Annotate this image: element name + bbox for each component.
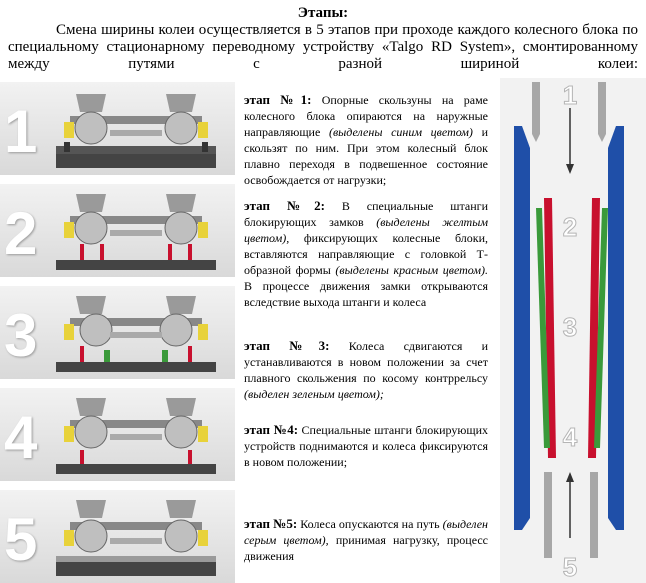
stage-label: этап №5:	[244, 516, 298, 531]
color-note: (выделены красным цветом).	[335, 263, 489, 277]
green-rail-right	[594, 208, 608, 448]
blue-guide-left	[514, 126, 530, 530]
stage-5-description: этап №5: Колеса опускаются на путь (выде…	[244, 516, 489, 563]
diagram-number-5: 5	[563, 552, 577, 582]
gauge-change-diagram: 1 2 3 4 5	[500, 78, 646, 583]
diagram-number-2: 2	[563, 212, 577, 242]
stage-number: 1	[4, 98, 38, 165]
color-note: (выделены желтым цветом),	[244, 215, 488, 245]
wheelset-diagram	[56, 194, 216, 270]
stage-illustration-3: 3	[0, 286, 235, 379]
stage-illustration-5: 5	[0, 490, 235, 583]
gray-rail-right-bottom	[590, 472, 598, 558]
wheelset-diagram	[56, 296, 216, 372]
gray-rail-left-bottom	[544, 472, 552, 558]
page-title: Этапы:	[297, 5, 349, 21]
stage-label: этап №3:	[244, 338, 330, 353]
arrow-down-icon	[566, 164, 574, 174]
stage-illustration-4: 4	[0, 388, 235, 481]
color-note: (выделен серым цветом),	[244, 517, 489, 547]
stage-number: 3	[4, 302, 38, 369]
wheelset-diagram	[56, 94, 216, 168]
stage-3-description: этап №3: Колеса сдвигаются и устанавлива…	[244, 338, 488, 401]
stage-4-description: этап №4: Специальные штанги блокирующих …	[244, 422, 488, 469]
diagram-number-4: 4	[563, 422, 578, 452]
gray-rail-right-top	[598, 82, 606, 142]
diagram-number-1: 1	[563, 80, 577, 110]
stage-label: этап №4:	[244, 422, 299, 437]
stage-illustration-1: 1	[0, 82, 235, 175]
stage-1-description: этап №1: Опорные скользуны на раме колес…	[244, 92, 489, 187]
stage-number: 2	[4, 200, 38, 267]
stage-label: этап №1:	[244, 92, 312, 107]
stage-number: 4	[4, 404, 38, 471]
diagram-number-3: 3	[563, 312, 577, 342]
gray-rail-left-top	[532, 82, 540, 142]
wheelset-diagram	[56, 500, 216, 576]
green-rail-left	[536, 208, 550, 448]
wheelset-diagram	[56, 398, 216, 474]
intro-paragraph: Смена ширины колеи осуществляется в 5 эт…	[8, 22, 638, 72]
stage-illustrations: 1 2 3	[0, 82, 235, 583]
blue-guide-right	[608, 126, 624, 530]
stage-illustration-2: 2	[0, 184, 235, 277]
stage-number: 5	[4, 506, 38, 573]
color-note: (выделен зеленым цветом);	[244, 387, 384, 401]
stage-label: этап №2:	[244, 198, 325, 213]
arrow-up-icon	[566, 472, 574, 482]
stage-2-description: этап №2: В специальные штанги блокирующи…	[244, 198, 489, 309]
color-note: (выделены синим цветом)	[328, 125, 473, 139]
